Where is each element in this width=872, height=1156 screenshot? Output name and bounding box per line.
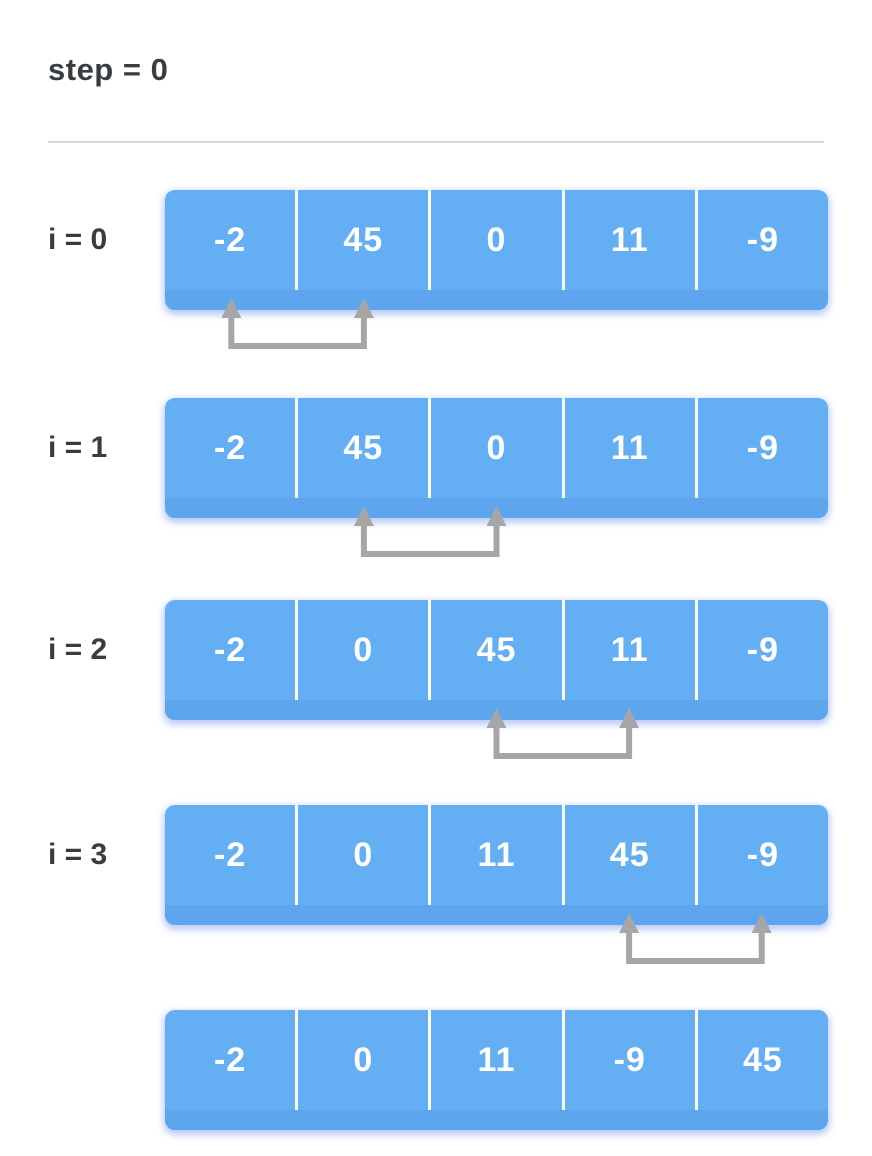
compare-swap-arrow xyxy=(619,913,772,964)
array-cell-value: 11 xyxy=(610,630,649,669)
array-cell: 11 xyxy=(561,600,695,700)
array-cell: 11 xyxy=(561,398,695,498)
array-cell: -9 xyxy=(694,190,828,290)
array-cell-value: 0 xyxy=(353,1040,374,1079)
array-cell: -9 xyxy=(561,1010,695,1110)
iteration-row: -2 0 11 -9 45 xyxy=(0,1010,872,1156)
iteration-row: i = 1 -2 45 0 11 -9 xyxy=(0,398,872,578)
arrow-head-icon xyxy=(486,506,507,526)
array-cell: 45 xyxy=(428,600,561,700)
step-title: step = 0 xyxy=(48,52,169,87)
array-cell-value: -9 xyxy=(613,1040,646,1079)
array-bar-bottom-edge xyxy=(165,905,828,925)
iteration-label: i = 1 xyxy=(48,431,108,464)
iteration-row: i = 0 -2 45 0 11 -9 xyxy=(0,190,872,370)
array-cell-value: 11 xyxy=(610,220,649,259)
array-cell-value: -2 xyxy=(213,220,247,259)
arrow-head-icon xyxy=(221,298,242,318)
array-cell: -2 xyxy=(165,398,295,498)
array-cell-value: -2 xyxy=(213,428,247,467)
array-cell-value: 0 xyxy=(486,428,507,467)
iteration-row: i = 2 -2 0 45 11 -9 xyxy=(0,600,872,780)
array-cell: 11 xyxy=(428,1010,561,1110)
array-bar: -2 0 11 45 -9 xyxy=(165,805,828,925)
array-cell: 0 xyxy=(295,805,428,905)
array-cell-value: 45 xyxy=(609,835,650,874)
array-bar: -2 0 45 11 -9 xyxy=(165,600,828,720)
arrow-head-icon xyxy=(619,913,640,933)
array-cell-value: 0 xyxy=(353,835,374,874)
array-cell: 0 xyxy=(428,190,561,290)
array-cell-value: -2 xyxy=(213,1040,247,1079)
array-cell-value: -9 xyxy=(746,835,780,874)
array-cells: -2 0 11 45 -9 xyxy=(165,805,828,905)
array-bar-bottom-edge xyxy=(165,290,828,310)
iteration-label: i = 2 xyxy=(48,633,108,666)
compare-swap-arrow xyxy=(221,298,374,349)
array-cells: -2 0 45 11 -9 xyxy=(165,600,828,700)
arrow-head-icon xyxy=(619,708,640,728)
array-cell-value: 0 xyxy=(353,630,374,669)
array-cell: 45 xyxy=(694,1010,828,1110)
array-bar: -2 45 0 11 -9 xyxy=(165,190,828,310)
iteration-label: i = 3 xyxy=(48,838,108,871)
array-cell-value: -9 xyxy=(746,428,780,467)
compare-swap-arrow xyxy=(353,506,507,557)
array-cell: -2 xyxy=(165,190,295,290)
arrow-head-icon xyxy=(353,298,374,318)
array-cell-value: 45 xyxy=(743,1040,783,1079)
array-cell: 45 xyxy=(295,190,428,290)
array-cell-value: -9 xyxy=(746,220,780,259)
array-cell: 0 xyxy=(428,398,561,498)
array-cell-value: 11 xyxy=(477,835,516,874)
array-cell-value: -9 xyxy=(746,630,780,669)
array-cell: -2 xyxy=(165,600,295,700)
array-cell: 0 xyxy=(295,1010,428,1110)
compare-swap-arrow xyxy=(486,708,640,759)
array-cells: -2 45 0 11 -9 xyxy=(165,190,828,290)
array-bar: -2 0 11 -9 45 xyxy=(165,1010,828,1130)
arrow-head-icon xyxy=(353,506,374,526)
array-cell: -9 xyxy=(694,600,828,700)
arrow-head-icon xyxy=(751,913,772,933)
array-cell-value: 45 xyxy=(343,428,384,467)
array-cell-value: 45 xyxy=(343,220,384,259)
array-cell: -9 xyxy=(694,805,828,905)
arrow-head-icon xyxy=(486,708,507,728)
array-cell-value: -2 xyxy=(213,630,247,669)
array-cell: -9 xyxy=(694,398,828,498)
array-cell: 45 xyxy=(561,805,695,905)
array-cell-value: 45 xyxy=(476,630,517,669)
array-cell: 11 xyxy=(428,805,561,905)
array-cell: -2 xyxy=(165,805,295,905)
array-bar: -2 45 0 11 -9 xyxy=(165,398,828,518)
iteration-label: i = 0 xyxy=(48,223,108,256)
array-cell-value: -2 xyxy=(213,835,247,874)
array-cell-value: 0 xyxy=(486,220,507,259)
iteration-row: i = 3 -2 0 11 45 -9 xyxy=(0,805,872,985)
array-cell-value: 11 xyxy=(477,1040,516,1079)
array-cell-value: 11 xyxy=(610,428,649,467)
array-cell: 11 xyxy=(561,190,695,290)
array-cells: -2 0 11 -9 45 xyxy=(165,1010,828,1110)
array-cells: -2 45 0 11 -9 xyxy=(165,398,828,498)
array-cell: -2 xyxy=(165,1010,295,1110)
array-cell: 45 xyxy=(295,398,428,498)
array-cell: 0 xyxy=(295,600,428,700)
divider-line xyxy=(48,141,824,143)
array-bar-bottom-edge xyxy=(165,1110,828,1130)
